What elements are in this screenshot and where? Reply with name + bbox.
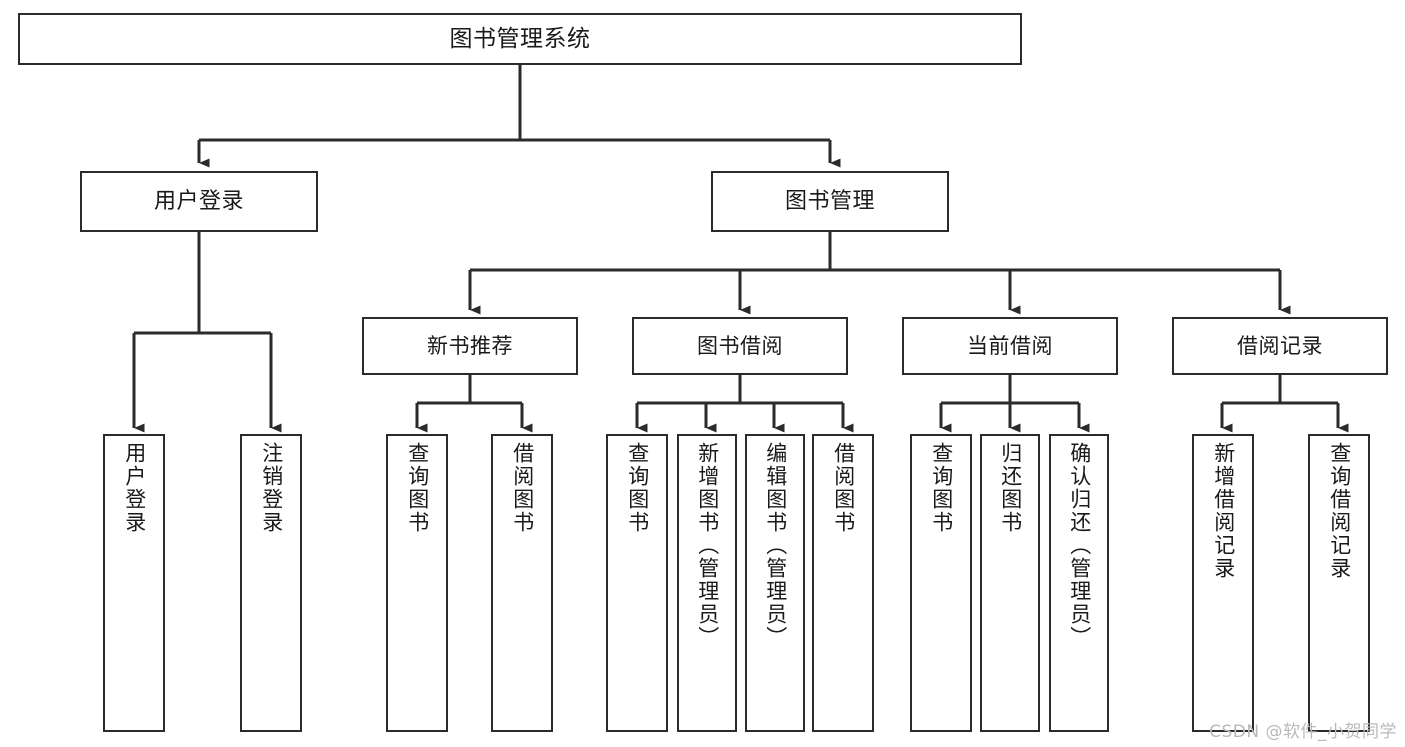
node-label: 当前借阅 [967,333,1053,358]
node-user-login[interactable]: 用户登录 [80,171,318,232]
leaf-borrow-book-new[interactable]: 借阅图书 [491,434,553,732]
leaf-edit-book-admin[interactable]: 编辑图书（管理员） [745,434,805,732]
node-label: 用户登录 [122,442,147,534]
node-label: 查询图书 [625,442,650,534]
node-label: 确认归还（管理员） [1067,442,1092,649]
leaf-user-login[interactable]: 用户登录 [103,434,165,732]
node-label: 图书借阅 [697,333,783,358]
node-label: 借阅记录 [1237,333,1323,358]
leaf-add-borrow-record[interactable]: 新增借阅记录 [1192,434,1254,732]
leaf-query-book-new[interactable]: 查询图书 [386,434,448,732]
node-root-system[interactable]: 图书管理系统 [18,13,1022,65]
node-book-management[interactable]: 图书管理 [711,171,949,232]
node-borrow-record[interactable]: 借阅记录 [1172,317,1388,375]
node-label: 新增图书（管理员） [695,442,720,649]
leaf-logout[interactable]: 注销登录 [240,434,302,732]
leaf-query-book-current[interactable]: 查询图书 [910,434,972,732]
node-label: 图书管理系统 [449,25,591,52]
node-label: 借阅图书 [831,442,856,534]
leaf-borrow-book[interactable]: 借阅图书 [812,434,874,732]
node-current-borrow[interactable]: 当前借阅 [902,317,1118,375]
node-label: 新增借阅记录 [1211,442,1236,580]
leaf-return-book[interactable]: 归还图书 [980,434,1040,732]
node-label: 用户登录 [153,188,244,214]
node-label: 查询图书 [405,442,430,534]
leaf-confirm-return-admin[interactable]: 确认归还（管理员） [1049,434,1109,732]
node-label: 图书管理 [784,188,875,214]
node-label: 新书推荐 [427,333,513,358]
leaf-query-borrow-record[interactable]: 查询借阅记录 [1308,434,1370,732]
leaf-query-book-borrow[interactable]: 查询图书 [606,434,668,732]
node-label: 借阅图书 [510,442,535,534]
node-label: 归还图书 [998,442,1023,534]
node-book-borrow[interactable]: 图书借阅 [632,317,848,375]
node-label: 注销登录 [259,442,284,534]
node-label: 查询图书 [929,442,954,534]
node-label: 查询借阅记录 [1327,442,1352,580]
leaf-add-book-admin[interactable]: 新增图书（管理员） [677,434,737,732]
node-new-book-recommend[interactable]: 新书推荐 [362,317,578,375]
node-label: 编辑图书（管理员） [763,442,788,649]
